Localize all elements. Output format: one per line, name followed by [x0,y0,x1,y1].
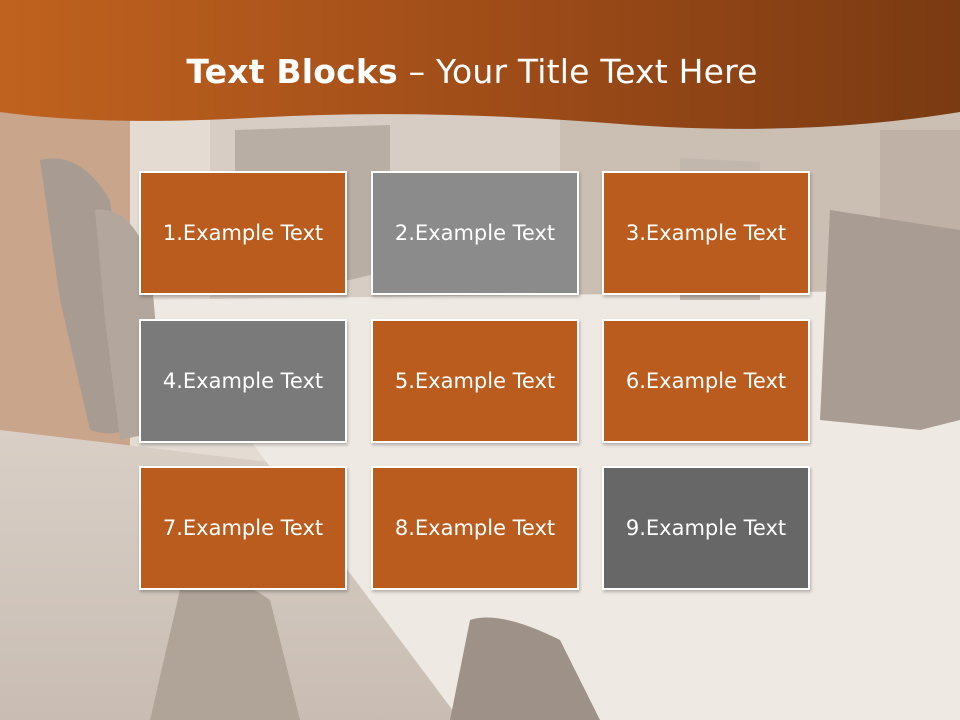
title-dash: – [397,52,436,91]
text-block-label: 8.Example Text [394,516,556,540]
slide-title: Text Blocks – Your Title Text Here [0,52,944,91]
text-block-6[interactable]: 6.Example Text [602,319,810,443]
text-block-label: 3.Example Text [625,221,787,245]
text-block-3[interactable]: 3.Example Text [602,171,810,295]
title-bold: Text Blocks [186,52,398,91]
text-block-label: 9.Example Text [625,516,787,540]
text-block-label: 1.Example Text [162,221,324,245]
text-block-label: 2.Example Text [394,221,556,245]
text-block-2[interactable]: 2.Example Text [371,171,579,295]
text-block-8[interactable]: 8.Example Text [371,466,579,590]
text-block-label: 7.Example Text [162,516,324,540]
text-block-7[interactable]: 7.Example Text [139,466,347,590]
text-block-label: 6.Example Text [625,369,787,393]
text-block-label: 5.Example Text [394,369,556,393]
text-block-9[interactable]: 9.Example Text [602,466,810,590]
text-block-1[interactable]: 1.Example Text [139,171,347,295]
text-block-label: 4.Example Text [162,369,324,393]
title-rest: Your Title Text Here [435,52,758,91]
text-block-4[interactable]: 4.Example Text [139,319,347,443]
text-block-5[interactable]: 5.Example Text [371,319,579,443]
